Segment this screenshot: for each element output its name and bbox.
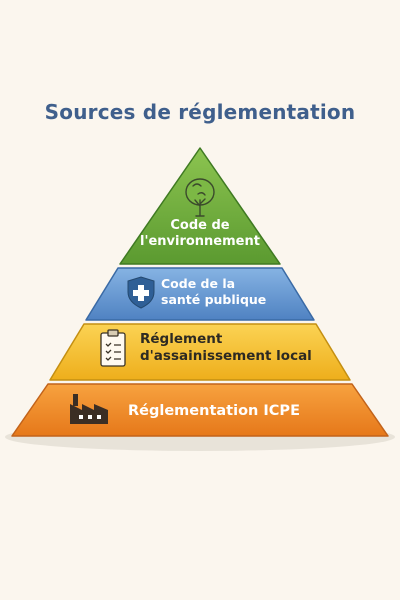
factory-icon [70,394,108,424]
shield-cross-icon [127,276,155,309]
level-2-label: Code de la santé publique [161,276,267,307]
level-1-label: Code de l'environnement [140,218,260,250]
clipboard-icon [100,329,126,367]
tree-icon [185,178,215,217]
level-3-label: Réglement d'assainissement local [140,331,312,364]
diagram-title: Sources de réglementation [44,100,356,124]
level-4-label: Réglementation ICPE [128,403,300,419]
